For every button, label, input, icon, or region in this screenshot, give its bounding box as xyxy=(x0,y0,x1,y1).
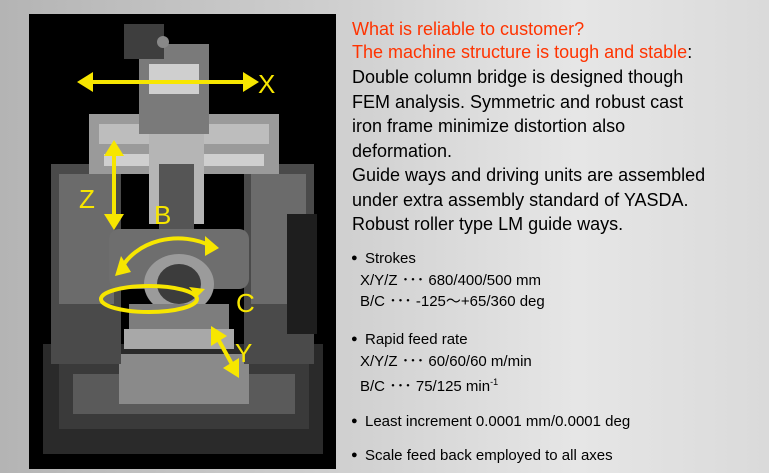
axis-label-x: X xyxy=(258,69,276,99)
spec-rapid-title: ● Rapid feed rate xyxy=(351,329,468,350)
dots-separator: ･･･ xyxy=(389,293,412,310)
body-line-5: Guide ways and driving units are assembl… xyxy=(352,165,706,185)
heading-line-2: The machine structure is tough and stabl… xyxy=(352,41,692,64)
strokes-xyz-label: X/Y/Z xyxy=(360,272,398,289)
spec-strokes-xyz: X/Y/Z ･･･ 680/400/500 mm xyxy=(360,270,541,291)
spec-scale-feedback: ● Scale feed back employed to all axes xyxy=(351,445,613,466)
spec-rapid-xyz: X/Y/Z ･･･ 60/60/60 m/min xyxy=(360,351,532,372)
scale-feedback-text: Scale feed back employed to all axes xyxy=(365,447,613,464)
heading-line-2-colon: : xyxy=(687,42,693,62)
bullet-icon: ● xyxy=(351,449,358,461)
body-line-6: under extra assembly standard of YASDA. xyxy=(352,189,689,210)
bullet-icon: ● xyxy=(351,333,358,345)
spec-rapid-bc: B/C ･･･ 75/125 min-1 xyxy=(360,372,498,397)
rapid-title: Rapid feed rate xyxy=(365,331,468,348)
strokes-xyz-value: 680/400/500 mm xyxy=(428,272,541,289)
axis-label-c: C xyxy=(236,288,255,318)
least-increment-text: Least increment 0.0001 mm/0.0001 deg xyxy=(365,413,631,430)
spec-least-increment: ● Least increment 0.0001 mm/0.0001 deg xyxy=(351,411,630,432)
rapid-xyz-label: X/Y/Z xyxy=(360,353,398,370)
bullet-icon: ● xyxy=(351,252,358,264)
strokes-bc-value: -125～+65/360 deg xyxy=(415,293,545,310)
axis-label-b: B xyxy=(154,200,172,230)
axis-label-y: Y xyxy=(235,338,253,368)
axis-label-z: Z xyxy=(79,184,95,214)
spec-strokes-bc: B/C ･･･ -125～+65/360 deg xyxy=(360,291,545,312)
body-line-4: deformation. xyxy=(352,140,453,161)
dots-separator: ･･･ xyxy=(401,272,425,289)
body-line-1: Double column bridge is designed though xyxy=(352,67,684,87)
strokes-title: Strokes xyxy=(365,250,416,267)
heading-line-2-text: The machine structure is tough and stabl… xyxy=(352,42,688,62)
rapid-bc-label: B/C xyxy=(360,378,386,395)
heading-line-1: What is reliable to customer? xyxy=(352,19,585,39)
machine-illustration xyxy=(43,24,323,454)
body-line-2: FEM analysis. Symmetric and robust cast xyxy=(352,91,684,112)
rapid-bc-sup: -1 xyxy=(490,377,499,387)
dots-separator: ･･･ xyxy=(401,353,425,370)
rapid-bc-value: 75/125 min xyxy=(415,378,491,395)
body-line-7: Robust roller type LM guide ways. xyxy=(352,214,624,234)
bullet-icon: ● xyxy=(351,415,358,427)
machine-photo: X Z B C Y xyxy=(29,14,336,469)
dots-separator: ･･･ xyxy=(389,378,412,395)
spec-strokes-title: ● Strokes xyxy=(351,248,416,269)
rapid-xyz-value: 60/60/60 m/min xyxy=(428,353,532,370)
strokes-bc-label: B/C xyxy=(360,293,386,310)
body-line-3: iron frame minimize distortion also xyxy=(352,116,626,136)
